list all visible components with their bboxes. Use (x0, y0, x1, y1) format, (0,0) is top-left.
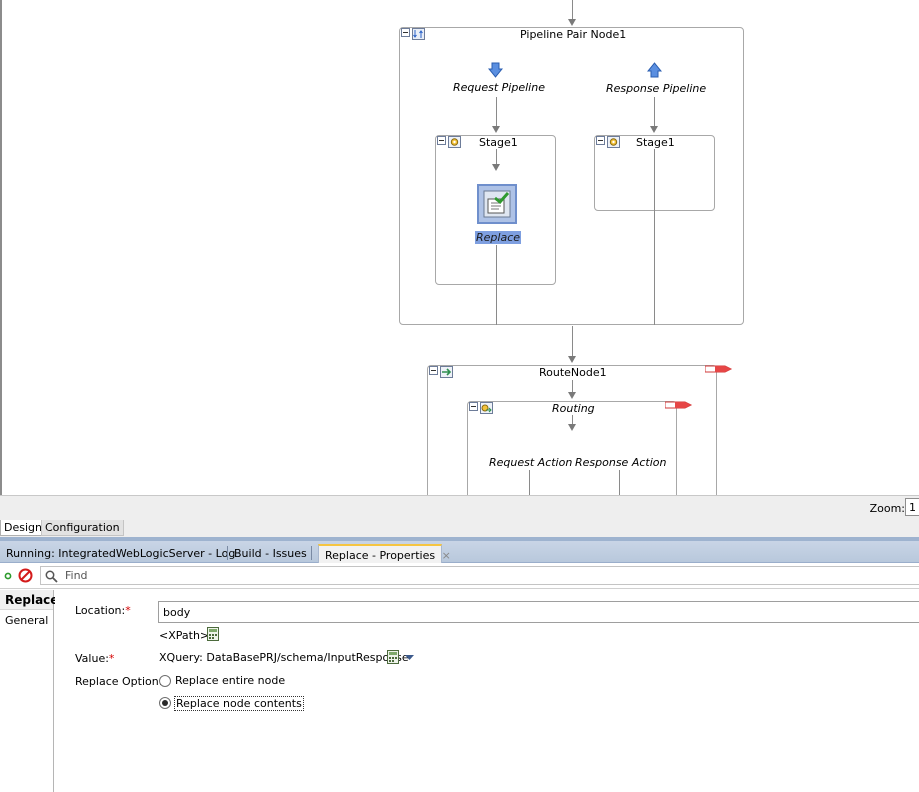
connector-line (572, 380, 573, 392)
connector-line (572, 415, 573, 425)
location-input[interactable]: body (158, 601, 919, 623)
connector-line (572, 0, 573, 20)
find-input[interactable]: Find (40, 566, 919, 585)
stage-icon (448, 136, 461, 148)
refresh-icon[interactable] (4, 572, 12, 580)
replace-action-label[interactable]: Replace (475, 231, 522, 244)
tab-replace-properties-label: Replace - Properties (325, 549, 436, 562)
search-icon (45, 570, 58, 583)
connector-line (654, 149, 655, 325)
connector-arrow (568, 424, 576, 431)
collapse-icon[interactable] (401, 28, 410, 37)
request-action-label: Request Action (489, 456, 573, 469)
routing-title: Routing (552, 402, 595, 415)
location-label-text: Location: (75, 604, 126, 617)
xpath-hint: <XPath> (159, 629, 210, 642)
connector-arrow (492, 126, 500, 133)
replace-node-contents-label[interactable]: Replace node contents (174, 696, 304, 711)
required-marker: * (108, 652, 115, 665)
close-icon[interactable]: × (441, 549, 451, 562)
canvas-statusbar: Zoom: 1 (0, 495, 919, 519)
request-pipeline-label: Request Pipeline (453, 81, 545, 94)
find-placeholder: Find (65, 569, 88, 582)
connector-arrow (568, 19, 576, 26)
request-stage-title: Stage1 (479, 136, 518, 149)
log-tabbar: Running: IntegratedWebLogicServer - Log … (0, 541, 919, 563)
chevron-down-icon[interactable] (405, 655, 414, 661)
zoom-input[interactable]: 1 (905, 498, 919, 516)
tab-build-issues[interactable]: Build - Issues (234, 547, 307, 560)
nav-item-replace[interactable]: Replace (0, 590, 58, 610)
collapse-icon[interactable] (429, 366, 438, 375)
connector-arrow (492, 164, 500, 171)
collapse-icon[interactable] (469, 402, 478, 411)
properties-form (55, 590, 919, 792)
connector-line (529, 470, 530, 495)
tab-server-log[interactable]: Running: IntegratedWebLogicServer - Log (6, 547, 236, 560)
nav-item-general[interactable]: General (5, 614, 49, 627)
collapse-icon[interactable] (596, 136, 605, 145)
tab-separator (311, 546, 312, 560)
required-marker: * (125, 604, 131, 617)
error-flag-icon (665, 401, 693, 409)
connector-line (572, 326, 573, 356)
design-canvas[interactable]: Pipeline Pair Node1 Request Pipeline Res… (0, 0, 919, 495)
response-stage-title: Stage1 (636, 136, 675, 149)
connector-line (654, 97, 655, 126)
connector-line (619, 470, 620, 495)
pipeline-pair-icon (412, 28, 425, 40)
expression-editor-icon[interactable] (207, 627, 220, 641)
routing-icon (480, 402, 493, 414)
zoom-label: Zoom: (869, 502, 905, 515)
route-node-title: RouteNode1 (539, 366, 607, 379)
properties-toolbar: Find (0, 563, 919, 589)
replace-entire-node-label[interactable]: Replace entire node (175, 674, 286, 687)
panel-divider (0, 537, 919, 541)
location-label: Location:* (75, 604, 131, 617)
connector-line (496, 97, 497, 126)
tab-replace-properties[interactable]: Replace - Properties × (318, 544, 451, 563)
route-node-icon (440, 366, 453, 378)
response-action-label: Response Action (575, 456, 667, 469)
value-text: XQuery: DataBasePRJ/schema/InputResponse (159, 651, 409, 664)
tab-configuration[interactable]: Configuration (41, 520, 124, 536)
response-pipeline-icon (647, 62, 662, 78)
value-label-text: Value: (75, 652, 109, 665)
value-label: Value:* (75, 652, 114, 665)
pipeline-pair-title: Pipeline Pair Node1 (520, 28, 627, 41)
editor-tabbar: Design Configuration (0, 519, 919, 537)
stage-icon (607, 136, 620, 148)
replace-entire-node-radio[interactable] (159, 675, 171, 687)
tab-separator (227, 546, 228, 560)
replace-node-contents-radio[interactable] (159, 697, 171, 709)
connector-arrow (568, 356, 576, 363)
connector-line (496, 245, 497, 325)
connector-line (496, 149, 497, 164)
tab-design[interactable]: Design (0, 520, 46, 536)
connector-arrow (568, 392, 576, 399)
response-pipeline-label: Response Pipeline (606, 82, 707, 95)
connector-arrow (650, 126, 658, 133)
request-pipeline-icon (488, 62, 503, 78)
error-flag-icon (705, 365, 733, 373)
replace-option-label: Replace Option: (75, 675, 163, 688)
stop-icon[interactable] (18, 568, 33, 583)
replace-icon (483, 190, 511, 218)
replace-action-node[interactable] (477, 184, 517, 224)
expression-editor-icon[interactable] (387, 650, 400, 664)
properties-nav: Replace General (0, 590, 58, 792)
collapse-icon[interactable] (437, 136, 446, 145)
